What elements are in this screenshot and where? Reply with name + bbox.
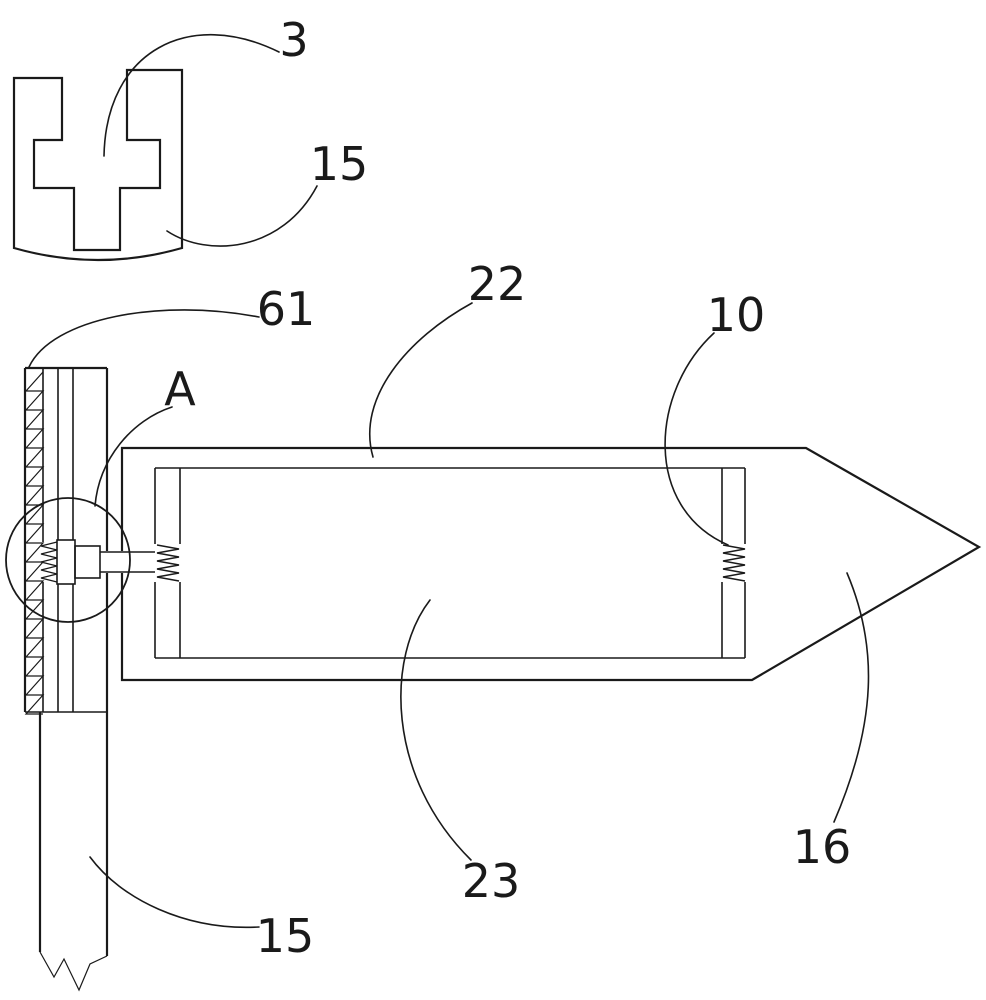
rack-bar [23,366,109,992]
ref-label-3: 3 [279,13,308,67]
leader-line-61 [28,309,260,368]
ref-label-10: 10 [707,288,766,342]
ref-label-22: 22 [468,257,527,311]
spring-right [722,544,746,582]
locking-pin [40,539,155,585]
pin-shaft [100,551,155,573]
rack-teeth [24,371,45,715]
leader-line-15-bottom [89,856,260,929]
break-line [39,951,108,992]
leader-line-15-top [166,185,318,247]
ref-label-23: 23 [462,854,521,908]
leader-line-16 [833,572,870,823]
leader-line-22 [368,302,473,458]
detail-circle-A [5,497,131,623]
leader-line-3 [103,33,280,157]
clamp-outline [12,68,184,262]
pin-head [56,539,76,585]
spring-left [156,544,180,582]
pointer-body-outline [120,446,982,682]
leader-line-A [94,406,173,507]
pin-engagement-teeth [40,541,58,583]
leader-line-10 [664,332,729,546]
ref-label-A: A [164,362,196,416]
ref-label-15-top: 15 [310,137,369,191]
ref-label-16: 16 [793,820,852,874]
reference-labels: 3 15 61 22 10 A 23 16 15 [164,13,851,963]
ref-label-15-bottom: 15 [256,909,315,963]
pointer-body [40,446,982,682]
pin-collar [74,545,101,579]
inner-chamber [154,467,746,659]
ref-label-61: 61 [257,282,316,336]
leader-line-23 [400,599,472,861]
clamp-connector-part [12,68,184,262]
leader-lines [28,33,870,929]
